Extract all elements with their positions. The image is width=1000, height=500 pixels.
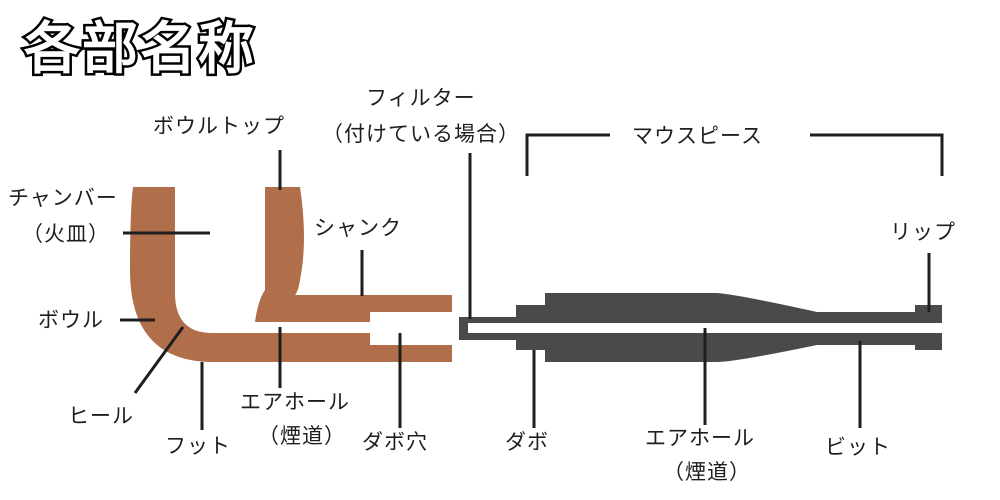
label-bit: ビット (825, 435, 891, 459)
pipe-shank-shape (255, 187, 452, 322)
leader-heel (133, 326, 185, 394)
label-airhole-note: （煙道） (258, 424, 346, 448)
label-filter: フィルター (366, 86, 476, 110)
diagram-title: 各部名称 (22, 17, 257, 82)
mouthpiece-bracket-left (525, 133, 610, 176)
label-mouthpiece: マウスピース (632, 124, 763, 148)
mouthpiece-bracket-right (810, 133, 944, 176)
label-airhole2: エアホール (645, 426, 755, 450)
label-tenon: ダボ (505, 430, 549, 454)
label-bowl-top: ボウルトップ (153, 114, 285, 138)
label-bowl: ボウル (38, 308, 104, 332)
label-filter-note: （付けている場合） (322, 122, 520, 146)
label-shank: シャンク (314, 216, 402, 240)
mouthpiece-shape (459, 293, 942, 362)
label-lip: リップ (890, 220, 956, 244)
pipe-bowl-shape (130, 187, 452, 362)
label-chamber-note: （火皿） (22, 222, 110, 246)
label-airhole: エアホール (240, 390, 350, 414)
label-foot: フット (165, 434, 231, 458)
label-chamber: チャンバー (8, 186, 118, 210)
label-heel: ヒール (68, 404, 134, 428)
label-airhole2-note: （煙道） (663, 460, 751, 484)
label-tenon-hole: ダボ穴 (362, 430, 428, 454)
